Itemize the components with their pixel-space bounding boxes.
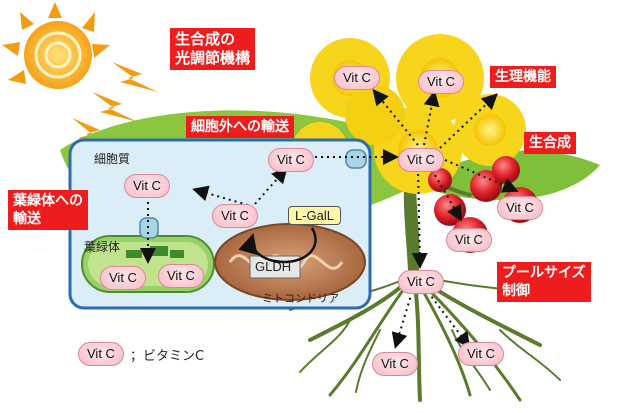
label-chloroplast-transport: 葉緑体への 輸送 bbox=[8, 190, 88, 230]
vitc-flower-right: Vit C bbox=[418, 70, 464, 94]
sun-icon bbox=[2, 2, 158, 148]
membrane-transporter bbox=[345, 149, 367, 169]
vitc-chloroplast-right: Vit C bbox=[158, 264, 204, 288]
gldh-arrow bbox=[238, 227, 317, 264]
vitc-root-top: Vit C bbox=[398, 270, 444, 294]
legend: Vit C ；ビタミンC bbox=[78, 342, 204, 366]
chloroplast-label: 葉緑体 bbox=[84, 240, 121, 254]
transport-arrows bbox=[140, 88, 519, 349]
vitc-fruit-right: Vit C bbox=[497, 196, 543, 220]
vitc-root-left: Vit C bbox=[372, 352, 418, 376]
vitc-near-mito: Vit C bbox=[212, 204, 258, 228]
mitochondria-label: ミトコンドリア bbox=[262, 292, 339, 305]
label-biosynthesis: 生合成 bbox=[524, 132, 576, 154]
legend-text: ；ビタミンC bbox=[129, 348, 205, 364]
cytoplasm-label: 細胞質 bbox=[94, 152, 131, 166]
vitc-fruit-left: Vit C bbox=[446, 228, 492, 252]
label-export: 細胞外への輸送 bbox=[186, 116, 294, 138]
label-biosynthesis-light: 生合成の 光調節機構 bbox=[170, 28, 256, 70]
gldh-label: GLDH bbox=[255, 259, 292, 274]
vitc-root-right: Vit C bbox=[458, 342, 504, 366]
vitc-stem: Vit C bbox=[398, 148, 444, 172]
label-physiological-function: 生理機能 bbox=[490, 66, 556, 88]
vitc-cytoplasm: Vit C bbox=[124, 174, 170, 198]
lgall-label: L-GalL bbox=[288, 206, 342, 225]
legend-vitc-sample: Vit C bbox=[78, 342, 124, 366]
vitc-export: Vit C bbox=[268, 148, 314, 172]
label-pool-size: プールサイズ 制御 bbox=[497, 262, 591, 302]
vitc-flower-left: Vit C bbox=[334, 66, 380, 90]
vitc-chloroplast-left: Vit C bbox=[100, 266, 146, 290]
